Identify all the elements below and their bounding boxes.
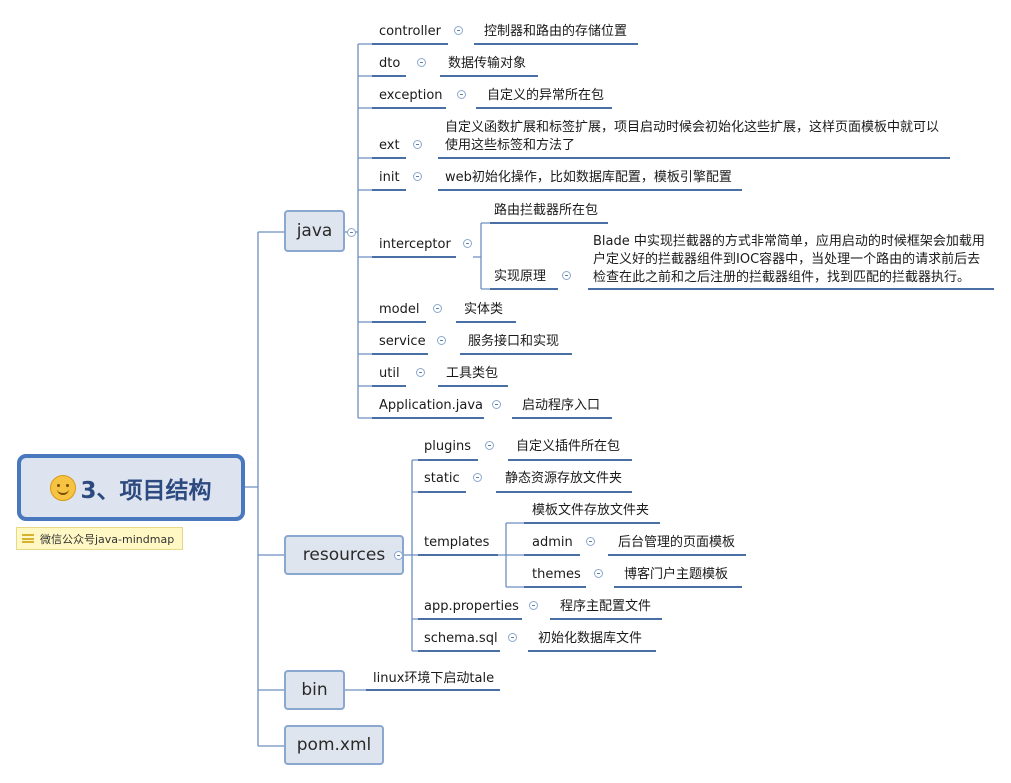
collapse-static-icon[interactable] xyxy=(473,473,482,482)
node-init[interactable]: init xyxy=(379,170,400,185)
node-schema-desc[interactable]: 初始化数据库文件 xyxy=(538,631,643,646)
collapse-model-icon[interactable] xyxy=(433,304,442,313)
node-model[interactable]: model xyxy=(379,302,420,317)
node-interceptor-principle[interactable]: 实现原理 xyxy=(494,269,547,284)
node-dto-desc[interactable]: 数据传输对象 xyxy=(448,56,527,71)
branch-resources-label: resources xyxy=(302,545,386,565)
node-app-properties[interactable]: app.properties xyxy=(424,599,519,614)
collapse-java-icon[interactable] xyxy=(347,228,356,237)
node-admin-desc[interactable]: 后台管理的页面模板 xyxy=(618,535,736,550)
node-ext-desc[interactable]: 自定义函数扩展和标签扩展，项目启动时候会初始化这些扩展，这样页面模板中就可以使用… xyxy=(445,120,940,153)
note-label: 微信公众号java-mindmap xyxy=(16,527,183,550)
node-interceptor-principle-desc[interactable]: Blade 中实现拦截器的方式非常简单，应用启动的时候框架会加载用户定义好的拦截… xyxy=(593,234,985,285)
branch-pom-label: pom.xml xyxy=(296,735,372,755)
collapse-application-icon[interactable] xyxy=(492,400,501,409)
collapse-admin-icon[interactable] xyxy=(586,537,595,546)
node-controller[interactable]: controller xyxy=(379,24,442,39)
collapse-resources-icon[interactable] xyxy=(394,551,403,560)
node-templates-desc[interactable]: 模板文件存放文件夹 xyxy=(532,503,650,518)
node-application[interactable]: Application.java xyxy=(379,398,484,413)
node-controller-desc[interactable]: 控制器和路由的存储位置 xyxy=(484,24,628,39)
node-interceptor[interactable]: interceptor xyxy=(379,237,451,252)
node-util[interactable]: util xyxy=(379,366,400,381)
node-static-desc[interactable]: 静态资源存放文件夹 xyxy=(505,471,623,486)
collapse-plugins-icon[interactable] xyxy=(485,441,494,450)
collapse-util-icon[interactable] xyxy=(416,368,425,377)
note-icon xyxy=(22,534,34,543)
collapse-app-properties-icon[interactable] xyxy=(529,601,538,610)
branch-java-label: java xyxy=(296,221,333,241)
node-templates[interactable]: templates xyxy=(424,535,490,550)
branch-bin-label: bin xyxy=(301,680,328,700)
node-exception[interactable]: exception xyxy=(379,88,443,103)
node-themes[interactable]: themes xyxy=(532,567,581,582)
collapse-ext-icon[interactable] xyxy=(413,140,422,149)
note-text: 微信公众号java-mindmap xyxy=(40,532,175,546)
collapse-exception-icon[interactable] xyxy=(457,90,466,99)
branch-java[interactable]: java xyxy=(284,210,345,252)
node-service[interactable]: service xyxy=(379,334,426,349)
node-admin[interactable]: admin xyxy=(532,535,573,550)
collapse-init-icon[interactable] xyxy=(413,172,422,181)
node-schema[interactable]: schema.sql xyxy=(424,631,498,646)
root-title: 3、项目结构 xyxy=(80,477,212,504)
node-plugins[interactable]: plugins xyxy=(424,439,471,454)
collapse-themes-icon[interactable] xyxy=(594,569,603,578)
node-model-desc[interactable]: 实体类 xyxy=(464,302,504,317)
node-util-desc[interactable]: 工具类包 xyxy=(446,366,499,381)
branch-bin[interactable]: bin xyxy=(284,670,345,710)
node-static[interactable]: static xyxy=(424,471,460,486)
node-exception-desc[interactable]: 自定义的异常所在包 xyxy=(487,88,605,103)
node-bin-desc[interactable]: linux环境下启动tale xyxy=(373,671,495,686)
node-plugins-desc[interactable]: 自定义插件所在包 xyxy=(516,439,621,454)
smiley-face-icon xyxy=(50,474,77,501)
node-service-desc[interactable]: 服务接口和实现 xyxy=(468,334,560,349)
collapse-interceptor-icon[interactable] xyxy=(463,239,472,248)
node-interceptor-package[interactable]: 路由拦截器所在包 xyxy=(494,203,599,218)
node-ext[interactable]: ext xyxy=(379,138,400,153)
node-dto[interactable]: dto xyxy=(379,56,401,71)
collapse-principle-icon[interactable] xyxy=(562,271,571,280)
collapse-schema-icon[interactable] xyxy=(508,633,517,642)
collapse-dto-icon[interactable] xyxy=(417,58,426,67)
root-topic[interactable]: 3、项目结构 xyxy=(17,454,245,521)
collapse-service-icon[interactable] xyxy=(437,336,446,345)
node-application-desc[interactable]: 启动程序入口 xyxy=(522,398,601,413)
node-app-properties-desc[interactable]: 程序主配置文件 xyxy=(560,599,652,614)
branch-resources[interactable]: resources xyxy=(284,535,404,575)
node-themes-desc[interactable]: 博客门户主题模板 xyxy=(624,567,729,582)
node-init-desc[interactable]: web初始化操作，比如数据库配置，模板引擎配置 xyxy=(445,170,732,185)
collapse-controller-icon[interactable] xyxy=(454,26,463,35)
branch-pom[interactable]: pom.xml xyxy=(284,725,384,765)
